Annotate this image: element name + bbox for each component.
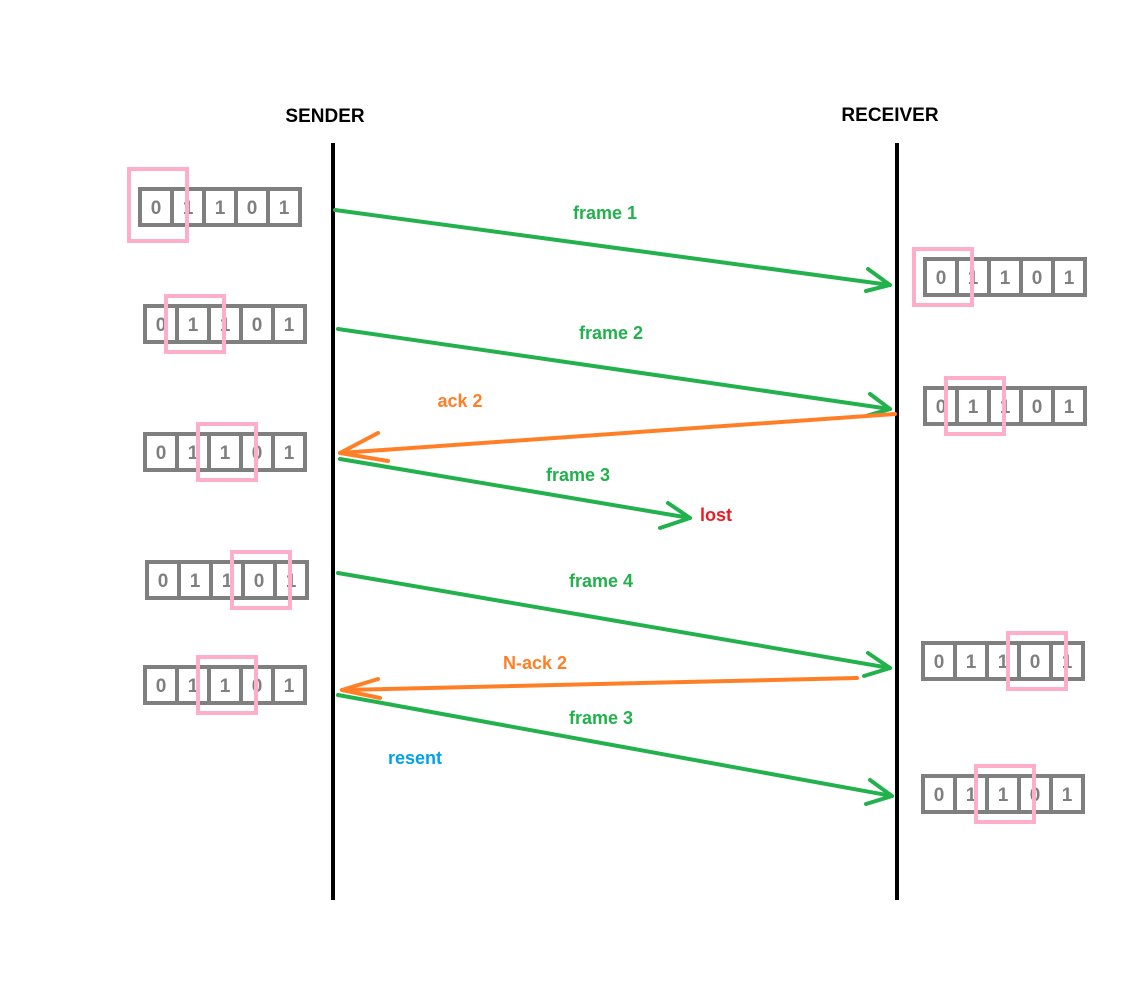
- bit-cell: [985, 641, 1021, 681]
- bit-cell: [1051, 257, 1087, 297]
- bit-cell: [953, 774, 989, 814]
- label-nack-2: N-ack 2: [503, 653, 567, 673]
- label-frame-3-resent: frame 3: [569, 708, 633, 728]
- window-highlight: [164, 294, 226, 354]
- bit-value: 0: [936, 268, 947, 289]
- bit-value: 1: [284, 315, 295, 336]
- bit-cell: [207, 432, 243, 472]
- bit-value: 0: [247, 198, 258, 219]
- bit-cell: [209, 560, 245, 600]
- bit-value: 1: [188, 676, 199, 697]
- bit-value: 0: [151, 198, 162, 219]
- bit-value: 0: [254, 571, 265, 592]
- bit-value: 0: [936, 397, 947, 418]
- receiver-header: RECEIVER: [841, 105, 938, 126]
- bit-value: 1: [998, 785, 1009, 806]
- bit-value: 0: [156, 315, 167, 336]
- bit-cell: [953, 641, 989, 681]
- message-frame-4: [336, 571, 892, 678]
- bit-value: 1: [1062, 785, 1073, 806]
- bit-cell: [145, 560, 181, 600]
- bit-value: 0: [156, 676, 167, 697]
- window-highlight: [230, 550, 292, 610]
- bit-value: 1: [966, 652, 977, 673]
- bit-value: 1: [220, 676, 231, 697]
- bit-value: 1: [966, 785, 977, 806]
- bit-cell: [241, 560, 277, 600]
- bit-cell: [271, 304, 307, 344]
- bit-value: 0: [252, 315, 263, 336]
- window-highlight: [196, 655, 258, 715]
- bit-cell: [271, 665, 307, 705]
- label-frame-3: frame 3: [546, 465, 610, 485]
- resent-annotation: resent: [388, 748, 442, 768]
- window-highlight: [912, 247, 974, 307]
- bit-cell: [202, 187, 238, 227]
- bit-value: 0: [158, 571, 169, 592]
- bit-cell: [143, 665, 179, 705]
- sender-header: SENDER: [285, 106, 364, 127]
- bit-value: 1: [188, 315, 199, 336]
- window-highlight: [974, 764, 1036, 824]
- bit-value: 1: [284, 676, 295, 697]
- label-frame-1: frame 1: [573, 203, 637, 223]
- bit-value: 1: [220, 443, 231, 464]
- label-ack-2: ack 2: [437, 391, 482, 411]
- bit-value: 1: [279, 198, 290, 219]
- bit-value: 0: [1030, 652, 1041, 673]
- bit-value: 1: [968, 397, 979, 418]
- label-frame-4: frame 4: [569, 571, 633, 591]
- bit-cell: [266, 187, 302, 227]
- message-frame-3-lost: [338, 457, 692, 530]
- bit-cell: [239, 304, 275, 344]
- bit-cell: [1049, 774, 1085, 814]
- bit-value: 1: [190, 571, 201, 592]
- bit-value: 1: [1064, 397, 1075, 418]
- bit-value: 0: [156, 443, 167, 464]
- bit-value: 1: [222, 571, 233, 592]
- bit-value: 0: [1032, 397, 1043, 418]
- bit-value: 1: [1000, 268, 1011, 289]
- message-frame-3-resent: [336, 693, 894, 806]
- bit-cell: [177, 560, 213, 600]
- bit-value: 1: [1064, 268, 1075, 289]
- window-highlight: [196, 422, 258, 482]
- message-frame-1: [333, 208, 892, 293]
- message-ack-2: [338, 412, 897, 463]
- label-frame-2: frame 2: [579, 323, 643, 343]
- bit-value: 1: [998, 652, 1009, 673]
- window-highlight: [944, 376, 1006, 436]
- bit-value: 0: [934, 785, 945, 806]
- bit-value: 0: [1032, 268, 1043, 289]
- lost-annotation: lost: [700, 505, 732, 525]
- message-nack-2: [340, 676, 859, 700]
- bit-value: 0: [934, 652, 945, 673]
- window-highlight: [127, 167, 189, 243]
- bit-cell: [271, 432, 307, 472]
- bit-value: 1: [284, 443, 295, 464]
- window-highlight: [1006, 631, 1068, 691]
- bit-cell: [985, 774, 1021, 814]
- bit-cell: [1051, 386, 1087, 426]
- bit-value: 1: [215, 198, 226, 219]
- bit-value: 1: [188, 443, 199, 464]
